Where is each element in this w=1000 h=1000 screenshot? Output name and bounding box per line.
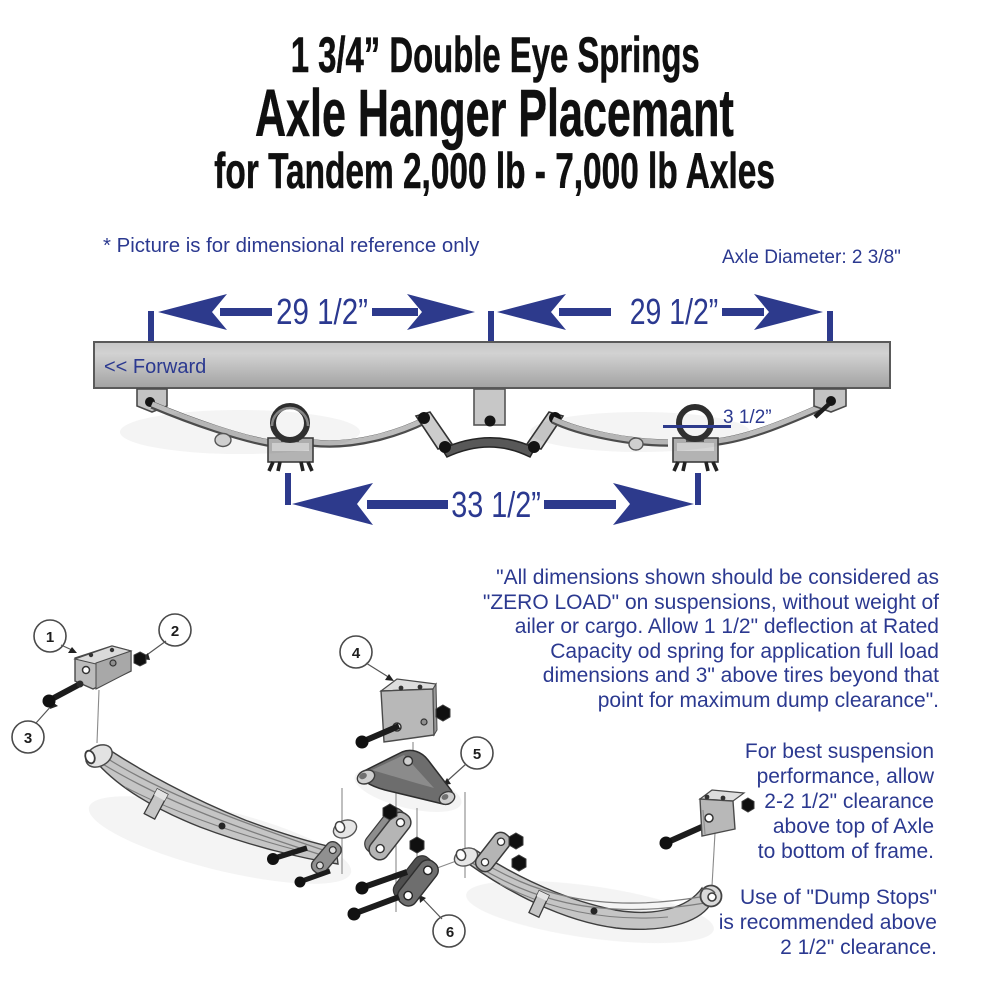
- svg-text:5: 5: [473, 746, 481, 763]
- svg-text:<< Forward: << Forward: [104, 356, 206, 378]
- svg-text:6: 6: [446, 924, 454, 941]
- svg-text:3: 3: [24, 730, 32, 747]
- svg-text:29 1/2”: 29 1/2”: [276, 291, 368, 331]
- svg-text:2: 2: [171, 623, 179, 640]
- svg-text:4: 4: [352, 645, 361, 662]
- svg-text:29 1/2”: 29 1/2”: [630, 292, 719, 332]
- svg-text:33 1/2”: 33 1/2”: [451, 484, 541, 525]
- svg-text:1: 1: [46, 629, 54, 646]
- svg-text:3 1/2”: 3 1/2”: [723, 407, 772, 428]
